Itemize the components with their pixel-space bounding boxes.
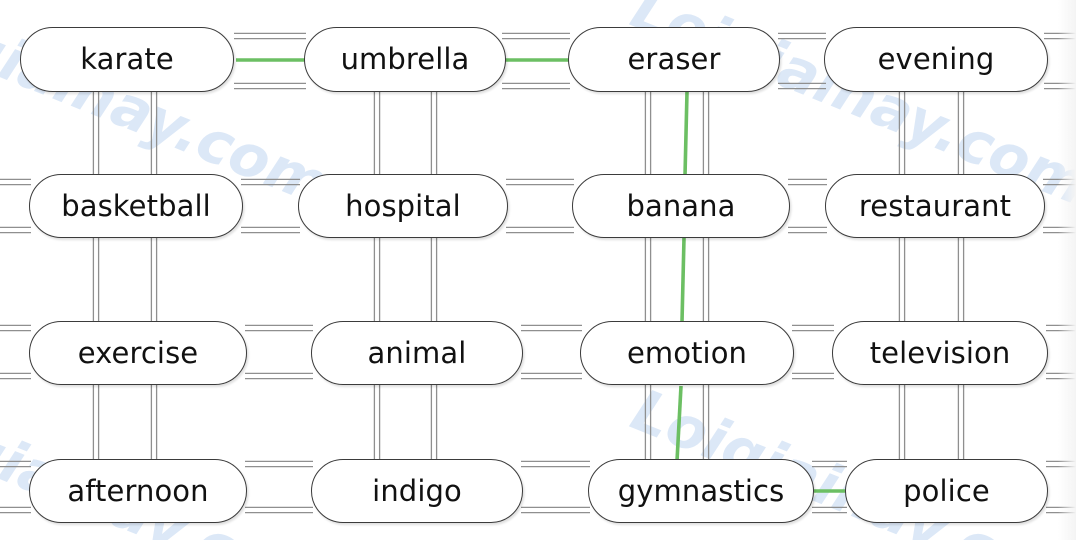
rail-vertical (92, 385, 100, 459)
word-pill-gymnastics[interactable]: gymnastics (588, 459, 814, 523)
rail-horizontal (778, 32, 826, 40)
word-pill-exercise[interactable]: exercise (29, 321, 247, 385)
rail-vertical (957, 92, 965, 174)
rail-vertical (430, 385, 438, 459)
rail-vertical (644, 92, 652, 174)
word-pill-label: exercise (77, 335, 199, 370)
word-pill-restaurant[interactable]: restaurant (825, 174, 1045, 238)
rail-vertical (644, 238, 652, 321)
rail-vertical (898, 92, 906, 174)
rail-vertical (644, 385, 652, 459)
word-pill-label: animal (367, 335, 467, 370)
word-pill-label: eraser (627, 42, 721, 76)
rail-horizontal (0, 506, 31, 514)
rail-horizontal (792, 324, 834, 332)
rail-horizontal (521, 324, 582, 332)
rail-horizontal (521, 372, 582, 380)
word-pill-label: umbrella (340, 42, 470, 76)
word-pill-label: emotion (626, 335, 748, 370)
rail-horizontal (521, 460, 590, 468)
link-banana-emotion[interactable] (680, 237, 686, 323)
word-pill-emotion[interactable]: emotion (580, 321, 794, 385)
rail-vertical (430, 238, 438, 321)
rail-horizontal (0, 178, 31, 186)
rail-horizontal (0, 324, 31, 332)
word-pill-label: television (869, 335, 1011, 370)
rail-horizontal (812, 506, 847, 514)
word-pill-banana[interactable]: banana (572, 174, 790, 238)
rail-horizontal (245, 506, 313, 514)
rail-vertical (702, 385, 710, 459)
rail-horizontal (506, 226, 574, 234)
rail-horizontal (792, 372, 834, 380)
rail-vertical (957, 385, 965, 459)
rail-horizontal (788, 226, 827, 234)
word-pill-label: evening (877, 42, 995, 76)
rail-horizontal (0, 226, 31, 234)
rail-vertical (898, 385, 906, 459)
rail-horizontal (234, 82, 306, 90)
rail-horizontal (502, 32, 570, 40)
word-pill-television[interactable]: television (832, 321, 1048, 385)
rail-horizontal (245, 460, 313, 468)
rail-horizontal (788, 178, 827, 186)
word-pill-eraser[interactable]: eraser (568, 27, 780, 92)
rail-vertical (92, 92, 100, 174)
rail-horizontal (234, 32, 306, 40)
rail-horizontal (245, 372, 313, 380)
word-pill-label: indigo (372, 473, 462, 508)
word-pill-police[interactable]: police (845, 459, 1048, 523)
rail-vertical (150, 238, 158, 321)
rail-horizontal (241, 226, 300, 234)
word-pill-label: karate (80, 42, 174, 76)
rail-horizontal (241, 178, 300, 186)
word-pill-umbrella[interactable]: umbrella (304, 27, 506, 92)
link-eraser-banana[interactable] (683, 91, 689, 177)
rail-vertical (150, 385, 158, 459)
rail-horizontal (506, 178, 574, 186)
word-pill-animal[interactable]: animal (311, 321, 523, 385)
rail-vertical (373, 385, 381, 459)
rail-vertical (957, 238, 965, 321)
word-pill-label: police (903, 473, 990, 508)
word-pill-label: gymnastics (617, 473, 785, 508)
word-pill-indigo[interactable]: indigo (311, 459, 523, 523)
rail-horizontal (521, 506, 590, 514)
rail-vertical (373, 92, 381, 174)
word-pill-label: basketball (61, 188, 211, 223)
rail-vertical (702, 92, 710, 174)
word-pill-label: banana (626, 188, 736, 223)
word-pill-evening[interactable]: evening (824, 27, 1048, 92)
word-pill-afternoon[interactable]: afternoon (29, 459, 247, 523)
rail-vertical (150, 92, 158, 174)
word-pill-basketball[interactable]: basketball (29, 174, 243, 238)
word-pill-label: hospital (345, 188, 461, 223)
word-pill-karate[interactable]: karate (20, 27, 234, 92)
rail-horizontal (812, 460, 847, 468)
word-pill-label: restaurant (858, 188, 1012, 223)
rail-horizontal (0, 372, 31, 380)
rail-vertical (92, 238, 100, 321)
rail-horizontal (778, 82, 826, 90)
rail-horizontal (502, 82, 570, 90)
link-emotion-gymnastics[interactable] (675, 385, 683, 462)
rail-horizontal (245, 324, 313, 332)
rail-vertical (373, 238, 381, 321)
rail-vertical (430, 92, 438, 174)
rail-horizontal (0, 460, 31, 468)
rail-vertical (898, 238, 906, 321)
word-pill-label: afternoon (67, 473, 209, 508)
rail-vertical (702, 238, 710, 321)
word-pill-hospital[interactable]: hospital (298, 174, 508, 238)
